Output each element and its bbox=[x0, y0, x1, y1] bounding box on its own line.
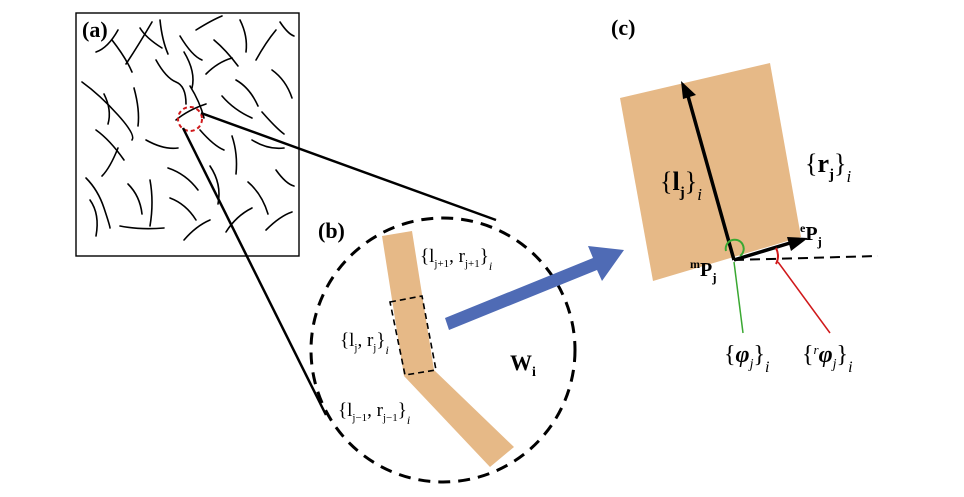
panel-c-label: (c) bbox=[611, 15, 635, 40]
rphi-leader bbox=[777, 261, 831, 334]
length-vector bbox=[686, 95, 736, 261]
current-segment-box bbox=[389, 295, 437, 376]
segment-lower bbox=[404, 370, 514, 467]
phi-label: {φj}i bbox=[724, 342, 769, 376]
segment-current-label: {lj, rj}i bbox=[340, 330, 389, 357]
end-point-label: ePj bbox=[800, 221, 822, 249]
segment-upper bbox=[382, 231, 434, 376]
panel-b-label: (b) bbox=[318, 218, 345, 243]
panel-a-label: (a) bbox=[82, 17, 108, 42]
radius-arrowhead bbox=[787, 237, 808, 251]
zoom-line-lower bbox=[181, 127, 328, 416]
radius-vector bbox=[733, 241, 791, 262]
window-label: Wi bbox=[510, 350, 536, 380]
reference-line bbox=[733, 255, 879, 261]
rphi-arc bbox=[775, 247, 779, 265]
zoom-arrow bbox=[445, 246, 624, 330]
phi-leader bbox=[733, 261, 744, 334]
radius-label: {rj}i bbox=[805, 149, 852, 186]
panel-c bbox=[620, 63, 879, 334]
segment-next-label: {lj+1, rj+1}i bbox=[420, 246, 492, 273]
window-circle bbox=[309, 216, 577, 484]
length-label: {lj}i bbox=[660, 167, 702, 204]
panel-b bbox=[309, 216, 624, 484]
zoom-line-upper bbox=[200, 111, 497, 222]
rphi-label: {rφj}i bbox=[802, 342, 853, 376]
fracture-network bbox=[81, 15, 295, 241]
mid-point-label: mPj bbox=[690, 257, 717, 285]
length-arrowhead bbox=[681, 81, 696, 99]
segment-prev-label: {lj−1, rj−1}i bbox=[338, 400, 410, 427]
zoom-circle bbox=[177, 106, 203, 132]
phi-arc bbox=[724, 238, 745, 257]
